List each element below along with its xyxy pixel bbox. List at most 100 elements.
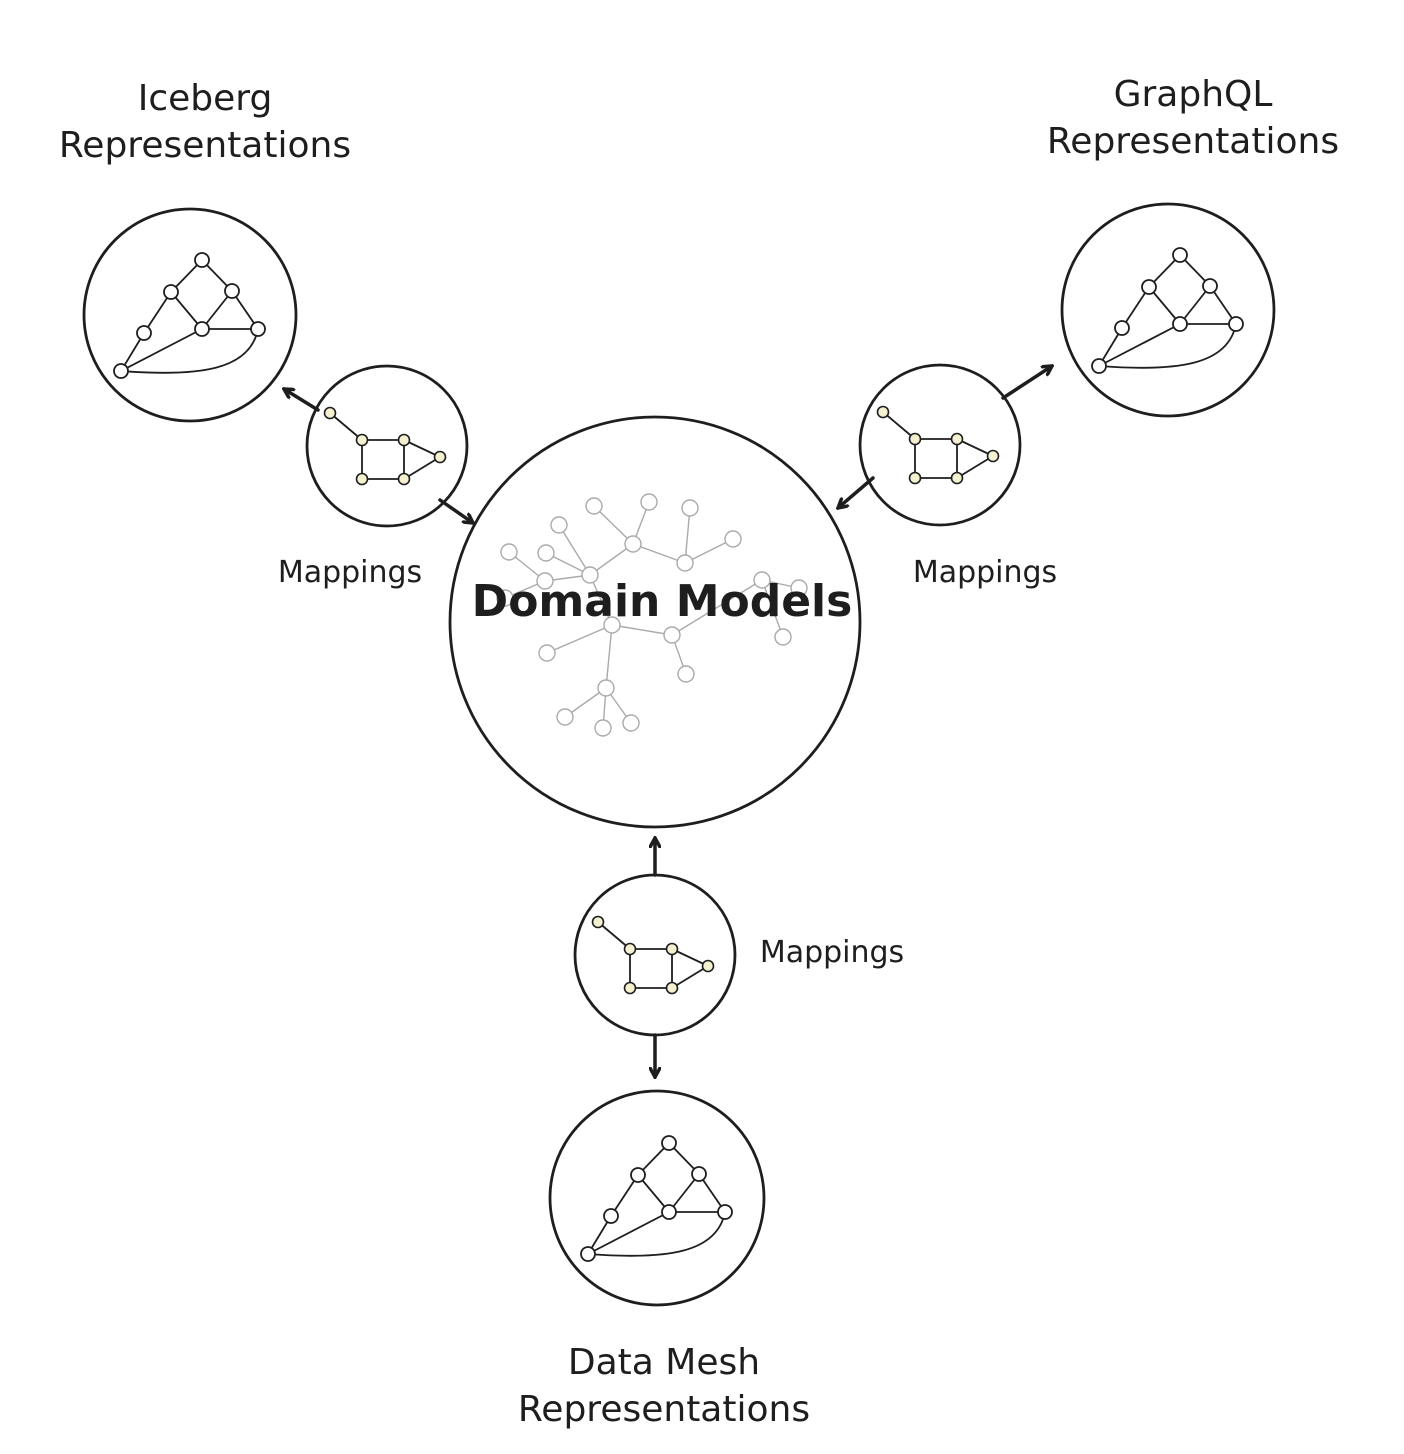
- graph-edge: [610, 1174, 639, 1217]
- mapping-graph-right: [876, 405, 1000, 485]
- graph-node: [1141, 279, 1157, 295]
- datamesh-circle: [548, 1089, 766, 1307]
- graph-edge: [1148, 286, 1181, 325]
- graph-edge: [587, 1211, 670, 1255]
- arrow-to-iceberg: [284, 389, 320, 412]
- graph-edge: [671, 579, 763, 636]
- graph-node: [585, 497, 603, 515]
- graph-node: [496, 589, 514, 607]
- arrow-right-to-domain: [838, 476, 875, 508]
- graph-node: [623, 942, 637, 956]
- mappings-label-left: Mappings: [277, 555, 423, 590]
- graph-node: [355, 472, 369, 486]
- graph-node: [753, 571, 771, 589]
- mapping-circle-bottom: [573, 873, 737, 1037]
- graph-node: [624, 535, 642, 553]
- graph-edge: [143, 291, 172, 334]
- graph-node: [603, 616, 621, 634]
- graph-edge: [201, 290, 233, 330]
- graph-edge: [956, 455, 994, 479]
- graph-edge: [589, 574, 613, 626]
- graph-edge: [558, 524, 591, 576]
- iceberg-title-line2: Representations: [58, 124, 352, 166]
- domain-model-graph: [496, 493, 808, 737]
- graph-node: [950, 471, 964, 485]
- graph-node: [591, 915, 605, 929]
- domain-models-circle: [448, 415, 862, 829]
- graph-edge: [1098, 323, 1181, 367]
- graph-node: [701, 959, 715, 973]
- datamesh-title: Data Mesh Representations: [518, 1340, 810, 1434]
- graph-node: [355, 433, 369, 447]
- iceberg-circle: [82, 207, 298, 423]
- graph-node: [1202, 278, 1218, 294]
- graph-node: [500, 543, 518, 561]
- graph-node: [661, 1135, 677, 1151]
- graph-node: [194, 321, 210, 337]
- graph-edge: [1121, 286, 1150, 329]
- graph-edge: [956, 438, 994, 457]
- mapping-graph-bottom: [591, 915, 715, 995]
- graphql-graph: [1091, 247, 1244, 374]
- iceberg-title: Iceberg Representations: [59, 76, 351, 170]
- graph-node: [950, 432, 964, 446]
- graph-node: [603, 1208, 619, 1224]
- graphql-title-line2: Representations: [1046, 120, 1340, 162]
- graph-node: [224, 283, 240, 299]
- graph-node: [676, 554, 694, 572]
- graph-edge: [597, 921, 631, 950]
- graph-node: [986, 449, 1000, 463]
- graph-edge: [684, 507, 691, 564]
- graph-node: [163, 284, 179, 300]
- graph-edge-curve: [1098, 323, 1237, 369]
- graph-node: [691, 1166, 707, 1182]
- graph-node: [433, 450, 447, 464]
- graph-node: [908, 432, 922, 446]
- graph-edge: [403, 456, 441, 480]
- arrow-left-to-domain: [438, 498, 473, 523]
- graph-node: [113, 363, 129, 379]
- graphql-title-line1: GraphQL: [1113, 74, 1273, 115]
- mappings-label-right: Mappings: [912, 555, 1058, 590]
- graph-node: [323, 406, 337, 420]
- graph-node: [724, 530, 742, 548]
- graph-edge: [593, 505, 634, 545]
- graph-node: [622, 714, 640, 732]
- graph-node: [661, 1204, 677, 1220]
- graph-node: [597, 679, 615, 697]
- graph-edge: [684, 538, 734, 564]
- graph-edge-curve: [587, 1211, 726, 1257]
- graph-node: [397, 472, 411, 486]
- domain-models-label: Domain Models: [471, 576, 853, 627]
- datamesh-title-line1: Data Mesh: [567, 1342, 761, 1383]
- graph-node: [665, 981, 679, 995]
- graph-node: [1091, 358, 1107, 374]
- iceberg-graph: [113, 252, 266, 379]
- graph-node: [250, 321, 266, 337]
- graph-node: [1172, 247, 1188, 263]
- mapping-graph-left: [323, 406, 447, 486]
- graphql-title: GraphQL Representations: [1047, 72, 1339, 166]
- graph-edge: [605, 624, 613, 689]
- graph-node: [623, 981, 637, 995]
- graph-edge: [611, 624, 673, 636]
- graph-edge: [671, 948, 709, 967]
- graph-node: [665, 942, 679, 956]
- graph-node: [581, 566, 599, 584]
- graph-node: [677, 665, 695, 683]
- datamesh-title-line2: Representations: [517, 1388, 811, 1430]
- graph-node: [908, 471, 922, 485]
- graphql-circle: [1060, 202, 1276, 418]
- arrow-to-graphql: [1001, 366, 1052, 400]
- graph-node: [580, 1246, 596, 1262]
- graph-node: [538, 644, 556, 662]
- graph-edge: [632, 543, 686, 564]
- graph-edge: [329, 412, 363, 441]
- graph-edge: [120, 328, 203, 372]
- graph-edge: [882, 411, 916, 440]
- graph-node: [717, 1204, 733, 1220]
- graph-edge: [170, 291, 203, 330]
- graph-edge: [403, 439, 441, 458]
